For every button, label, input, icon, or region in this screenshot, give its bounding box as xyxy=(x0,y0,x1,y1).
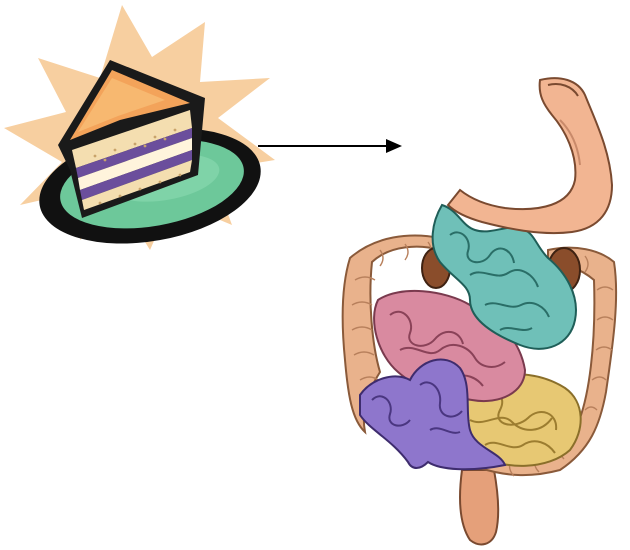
rectum-shape xyxy=(460,470,498,544)
cake-illustration xyxy=(4,5,275,260)
digestive-system-icon xyxy=(343,78,617,544)
arrow-right-icon xyxy=(258,139,402,153)
stomach-shape xyxy=(448,78,612,233)
